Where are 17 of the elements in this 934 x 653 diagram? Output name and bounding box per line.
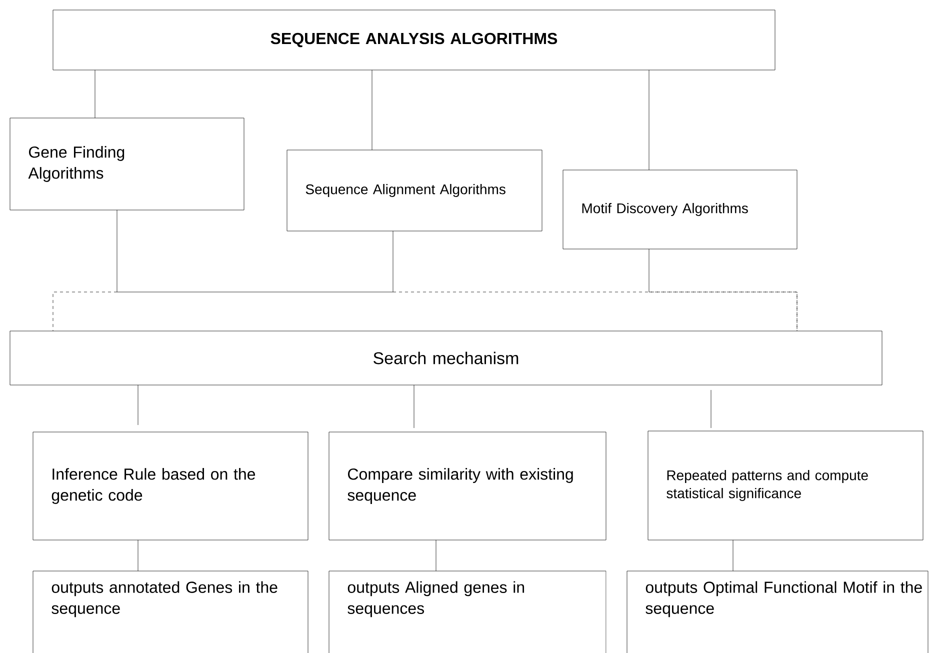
- process-box: SEQUENCE ANALYSIS ALGORITHMS: [52, 10, 776, 70]
- connector-line: [648, 248, 798, 332]
- process-box: outputs Optimal Functional Motif in the sequence: [626, 570, 928, 653]
- process-box: Search mechanism: [10, 330, 882, 386]
- connector-line: [94, 70, 96, 118]
- process-box: Inference Rule based on the genetic code: [32, 432, 308, 540]
- connector-line: [710, 390, 712, 428]
- process-box: outputs annotated Genes in the sequence: [32, 570, 308, 653]
- process-box: Motif Discovery Algorithms: [562, 170, 798, 250]
- connector-line: [52, 230, 394, 332]
- process-box: Sequence Alignment Algorithms: [286, 150, 542, 232]
- process-box: Gene Finding Algorithms: [10, 118, 244, 210]
- process-box: Compare similarity with existing sequence: [328, 432, 606, 540]
- process-box: Repeated patterns and compute statistical significance: [648, 430, 924, 540]
- connector-line: [648, 70, 650, 170]
- connector-line: [732, 540, 734, 572]
- process-box: outputs Aligned genes in sequences: [328, 570, 606, 653]
